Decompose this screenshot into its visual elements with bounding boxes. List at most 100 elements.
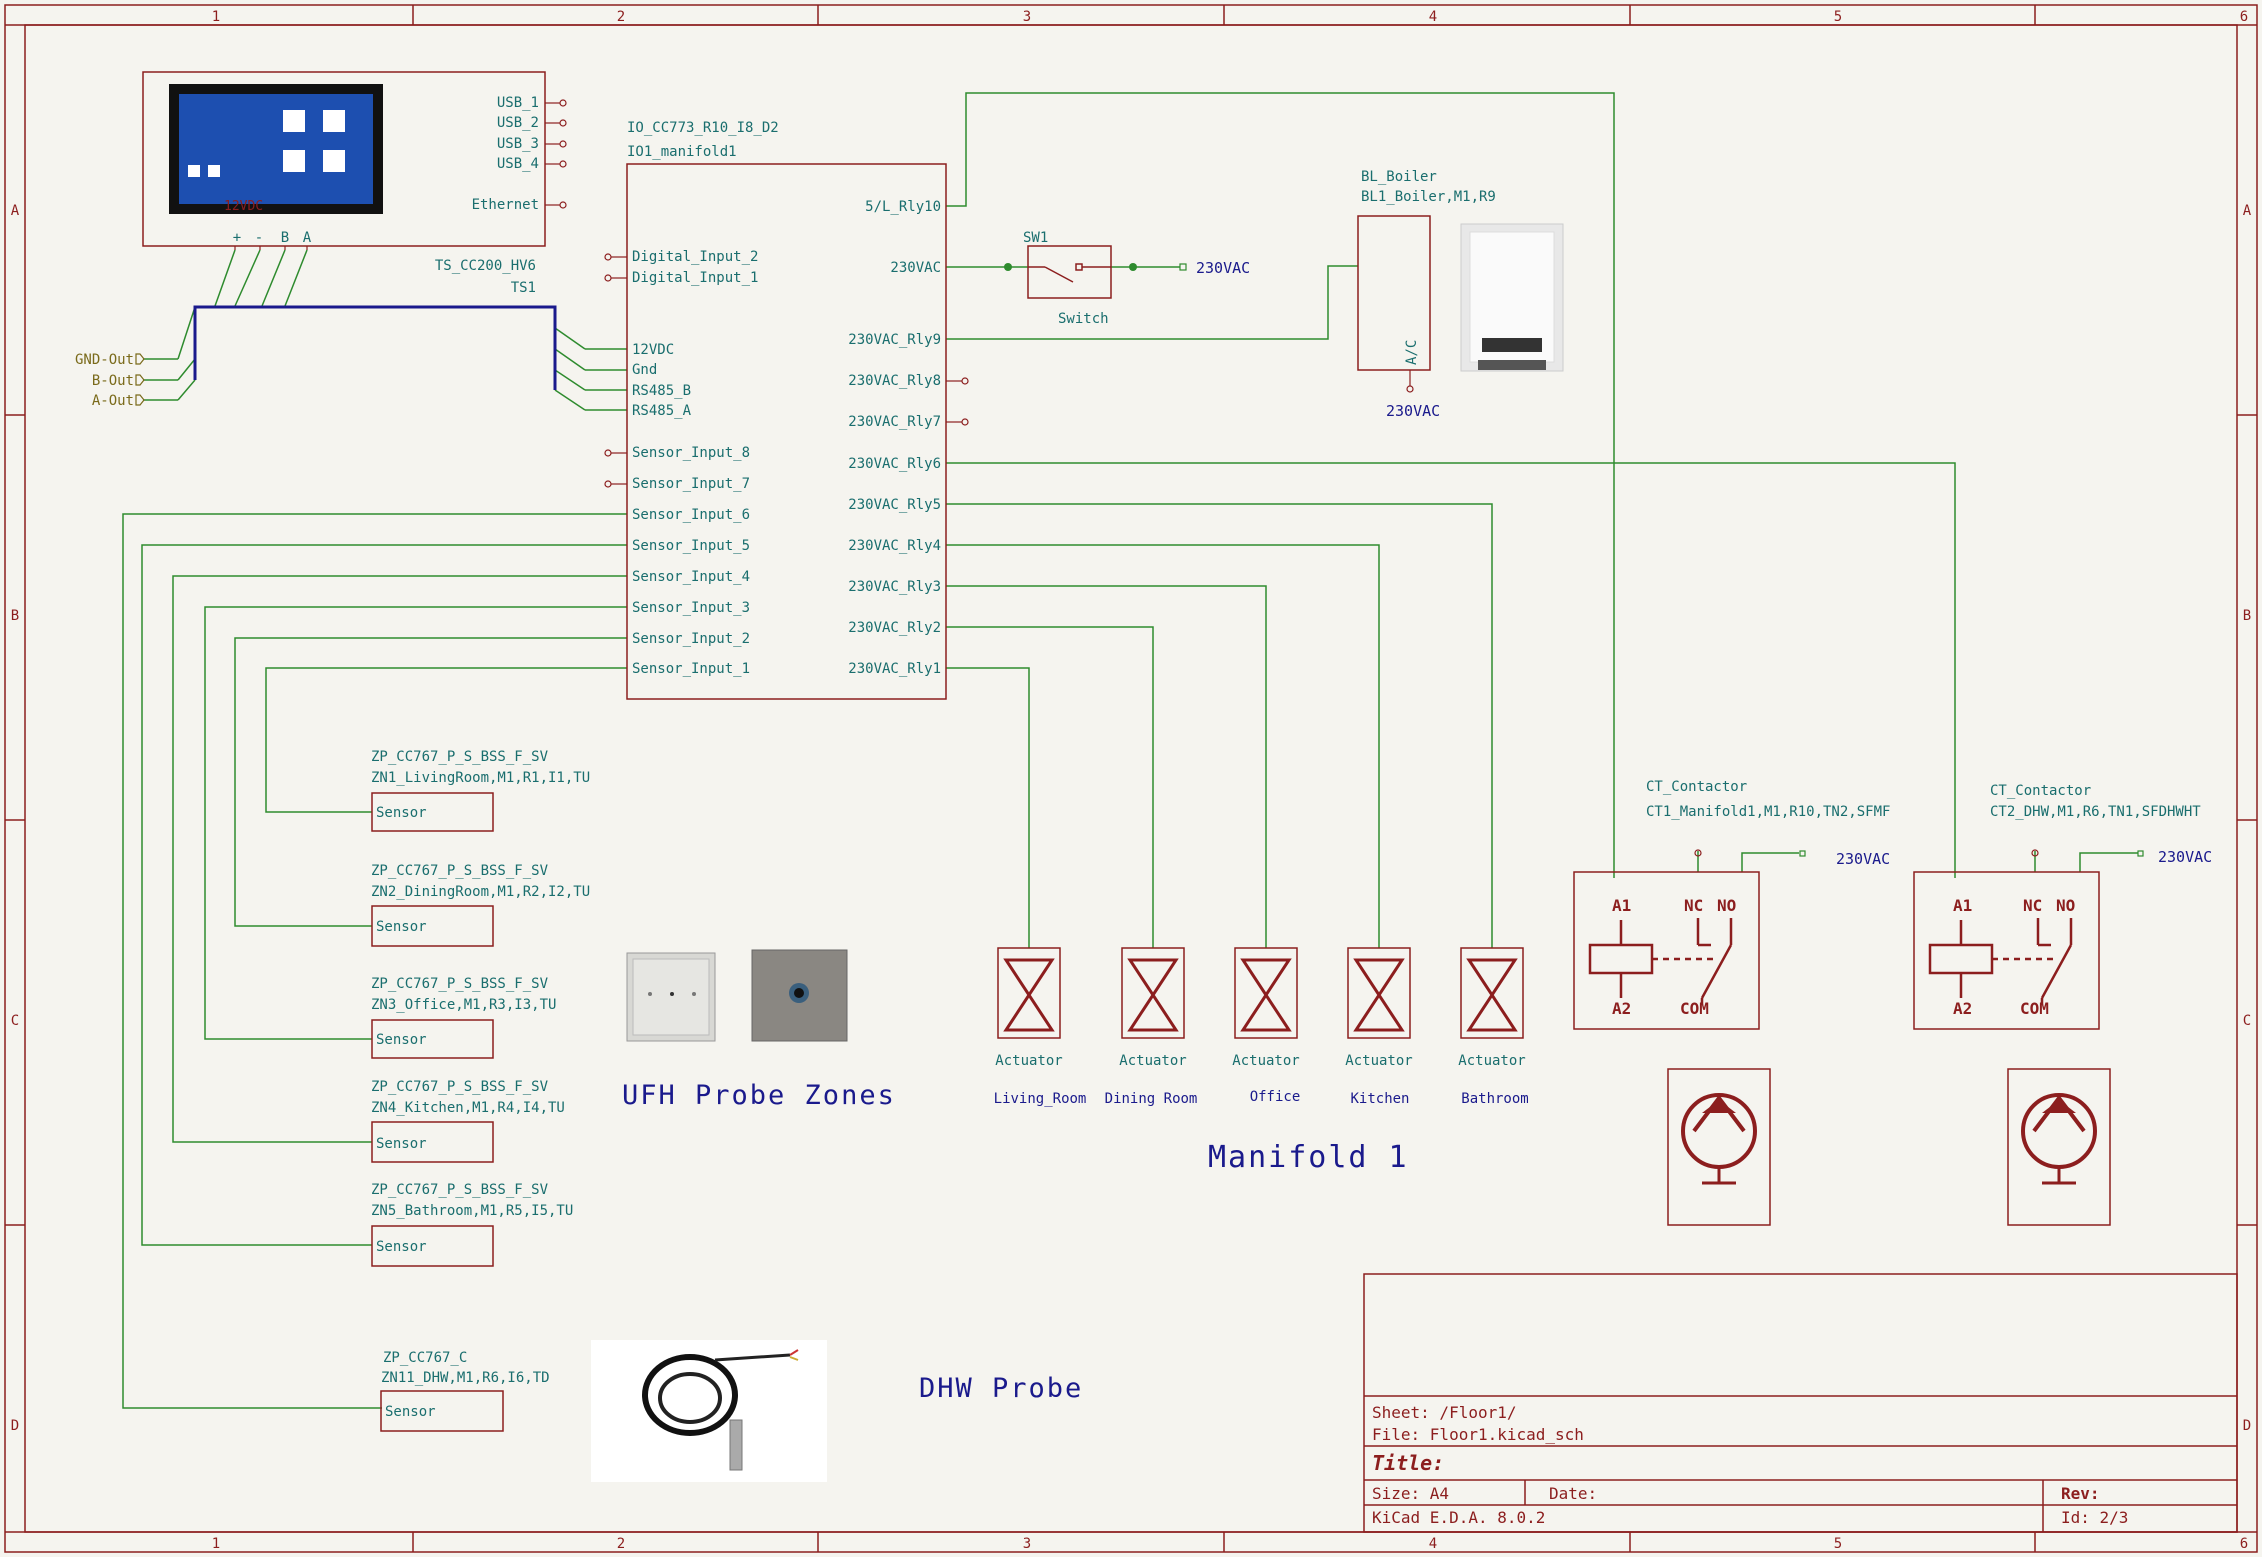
io-pin-rly8: 230VAC_Rly8 — [848, 373, 941, 389]
actuator-dining-room-room: Dining Room — [1105, 1091, 1198, 1107]
ct2-value: CT_Contactor — [1990, 783, 2091, 799]
sensor-zn3-label: Sensor — [376, 1032, 427, 1048]
title-block-title: Title: — [1372, 1451, 1444, 1475]
title-block-id: Id: 2/3 — [2061, 1508, 2128, 1527]
sensor-group: ZP_CC767_P_S_BSS_F_SV ZN1_LivingRoom,M1,… — [371, 749, 590, 1432]
switch-symbol: SW1 230VAC Switch — [1004, 230, 1250, 327]
sensor-dhw: ZP_CC767_C ZN11_DHW,M1,R6,I6,TD Sensor — [380, 1350, 550, 1432]
io-pin-digital-input-1: Digital_Input_1 — [632, 270, 758, 286]
io-pin-rs485-b: RS485_B — [632, 383, 691, 399]
contactor-ct1: CT_Contactor CT1_Manifold1,M1,R10,TN2,SF… — [1573, 779, 1890, 1226]
dhw-probe-photo-icon — [591, 1340, 827, 1482]
ct2-pump — [2007, 1068, 2111, 1226]
title-block-size: Size: A4 — [1372, 1484, 1449, 1503]
sensor-zn4-value: ZP_CC767_P_S_BSS_F_SV — [371, 1079, 549, 1095]
ct1-a1: A1 — [1612, 896, 1631, 915]
col-label-3-bottom: 3 — [1023, 1536, 1031, 1552]
boiler-photo-icon — [1460, 223, 1564, 372]
row-label-b-right: B — [2243, 608, 2251, 624]
actuator-living-room-room: Living_Room — [994, 1091, 1087, 1107]
sensor-zn4: ZP_CC767_P_S_BSS_F_SV ZN4_Kitchen,M1,R4,… — [371, 1079, 565, 1163]
ct1-ref: CT1_Manifold1,M1,R10,TN2,SFMF — [1646, 804, 1890, 820]
io-pin-rly7: 230VAC_Rly7 — [848, 414, 941, 430]
io-pin-rly3: 230VAC_Rly3 — [848, 579, 941, 595]
row-label-d: D — [11, 1418, 19, 1434]
ts-pin-usb4: USB_4 — [497, 156, 539, 172]
sensor-zn2-value: ZP_CC767_P_S_BSS_F_SV — [371, 863, 549, 879]
row-label-b: B — [11, 608, 19, 624]
io-pin-rly10: 5/L_Rly10 — [865, 199, 941, 215]
contactor-ct2: CT_Contactor CT2_DHW,M1,R6,TN1,SFDHWHT 2… — [1913, 783, 2212, 1226]
ts-value: TS_CC200_HV6 — [435, 258, 536, 274]
dhw-probe-label: DHW Probe — [919, 1373, 1083, 1404]
boiler-net-label: 230VAC — [1386, 402, 1440, 420]
title-block: Sheet: /Floor1/ File: Floor1.kicad_sch T… — [1363, 1273, 2238, 1533]
io-pin-sensor-input-4: Sensor_Input_4 — [632, 569, 750, 585]
global-label-a-out: A-Out — [92, 393, 134, 409]
col-label-6-bottom: 6 — [2240, 1536, 2248, 1552]
io-value: IO_CC773_R10_I8_D2 — [627, 120, 779, 136]
io-module-symbol: IO_CC773_R10_I8_D2 IO1_manifold1 Digital… — [604, 120, 969, 700]
io-pin-gnd: Gnd — [632, 362, 657, 378]
ts-pin-a: A — [303, 230, 312, 246]
sensor-zn3: ZP_CC767_P_S_BSS_F_SV ZN3_Office,M1,R3,I… — [371, 976, 556, 1059]
io-pin-rs485-a: RS485_A — [632, 403, 692, 419]
boiler-symbol: BL_Boiler BL1_Boiler,M1,R9 A/C 230VAC — [1357, 169, 1564, 420]
boiler-ref: BL1_Boiler,M1,R9 — [1361, 189, 1496, 205]
actuator-living-room: Actuator Living_Room — [994, 947, 1087, 1107]
sensor-zn5-value: ZP_CC767_P_S_BSS_F_SV — [371, 1182, 549, 1198]
ct2-com: COM — [2020, 999, 2049, 1018]
io-pin-rly6: 230VAC_Rly6 — [848, 456, 941, 472]
ts-pin-usb1: USB_1 — [497, 95, 539, 111]
ct2-no: NO — [2056, 896, 2075, 915]
io-pin-sensor-input-6: Sensor_Input_6 — [632, 507, 750, 523]
ct1-value: CT_Contactor — [1646, 779, 1747, 795]
title-block-file: File: Floor1.kicad_sch — [1372, 1425, 1584, 1444]
sensor-zn5: ZP_CC767_P_S_BSS_F_SV ZN5_Bathroom,M1,R5… — [371, 1182, 573, 1267]
title-block-date: Date: — [1549, 1484, 1597, 1503]
title-block-sheet: Sheet: /Floor1/ — [1372, 1403, 1517, 1422]
touchscreen-symbol: 12VDC USB_1 USB_2 USB_3 USB_4 Ethernet +… — [142, 71, 567, 296]
ts-pin-b: B — [281, 230, 289, 246]
ufh-probe-photos — [626, 949, 848, 1042]
ct2-nc: NC — [2023, 896, 2042, 915]
switch-net-label: 230VAC — [1196, 259, 1250, 277]
actuator-office-type: Actuator — [1232, 1053, 1299, 1069]
ct1-a2: A2 — [1612, 999, 1631, 1018]
ct1-com: COM — [1680, 999, 1709, 1018]
ct2-net-label: 230VAC — [2158, 848, 2212, 866]
actuators: Actuator Living_Room Actuator Dining Roo… — [994, 947, 1529, 1107]
row-label-c-right: C — [2243, 1013, 2251, 1029]
switch-value: Switch — [1058, 311, 1109, 327]
io-pin-rly4: 230VAC_Rly4 — [848, 538, 941, 554]
io-pin-12vdc: 12VDC — [632, 342, 674, 358]
actuator-bathroom-room: Bathroom — [1461, 1091, 1528, 1107]
io-pin-digital-input-2: Digital_Input_2 — [632, 249, 758, 265]
switch-ref: SW1 — [1023, 230, 1048, 246]
wires — [122, 92, 2138, 1409]
io-pin-sensor-input-5: Sensor_Input_5 — [632, 538, 750, 554]
sensor-zn5-label: Sensor — [376, 1239, 427, 1255]
sensor-dhw-ref: ZN11_DHW,M1,R6,I6,TD — [381, 1370, 550, 1386]
rs485-bus — [193, 305, 557, 390]
ts-pin-ethernet: Ethernet — [472, 197, 539, 213]
sensor-dhw-label: Sensor — [385, 1404, 436, 1420]
sensor-zn2-label: Sensor — [376, 919, 427, 935]
ct1-pump — [1667, 1068, 1771, 1226]
row-label-d-right: D — [2243, 1418, 2251, 1434]
row-label-a: A — [11, 203, 20, 219]
col-label-5-bottom: 5 — [1834, 1536, 1842, 1552]
io-pin-sensor-input-7: Sensor_Input_7 — [632, 476, 750, 492]
ct2-a2: A2 — [1953, 999, 1972, 1018]
probe-stat-icon — [751, 949, 848, 1042]
sensor-zn1: ZP_CC767_P_S_BSS_F_SV ZN1_LivingRoom,M1,… — [371, 749, 590, 832]
probe-plate-icon — [626, 952, 716, 1042]
ct2-a1: A1 — [1953, 896, 1972, 915]
ts-ref: TS1 — [511, 280, 536, 296]
col-label-2-bottom: 2 — [617, 1536, 625, 1552]
actuator-dining-room: Actuator Dining Room — [1105, 947, 1198, 1107]
actuator-kitchen-type: Actuator — [1345, 1053, 1412, 1069]
ct1-no: NO — [1717, 896, 1736, 915]
sensor-zn2: ZP_CC767_P_S_BSS_F_SV ZN2_DiningRoom,M1,… — [371, 863, 590, 947]
